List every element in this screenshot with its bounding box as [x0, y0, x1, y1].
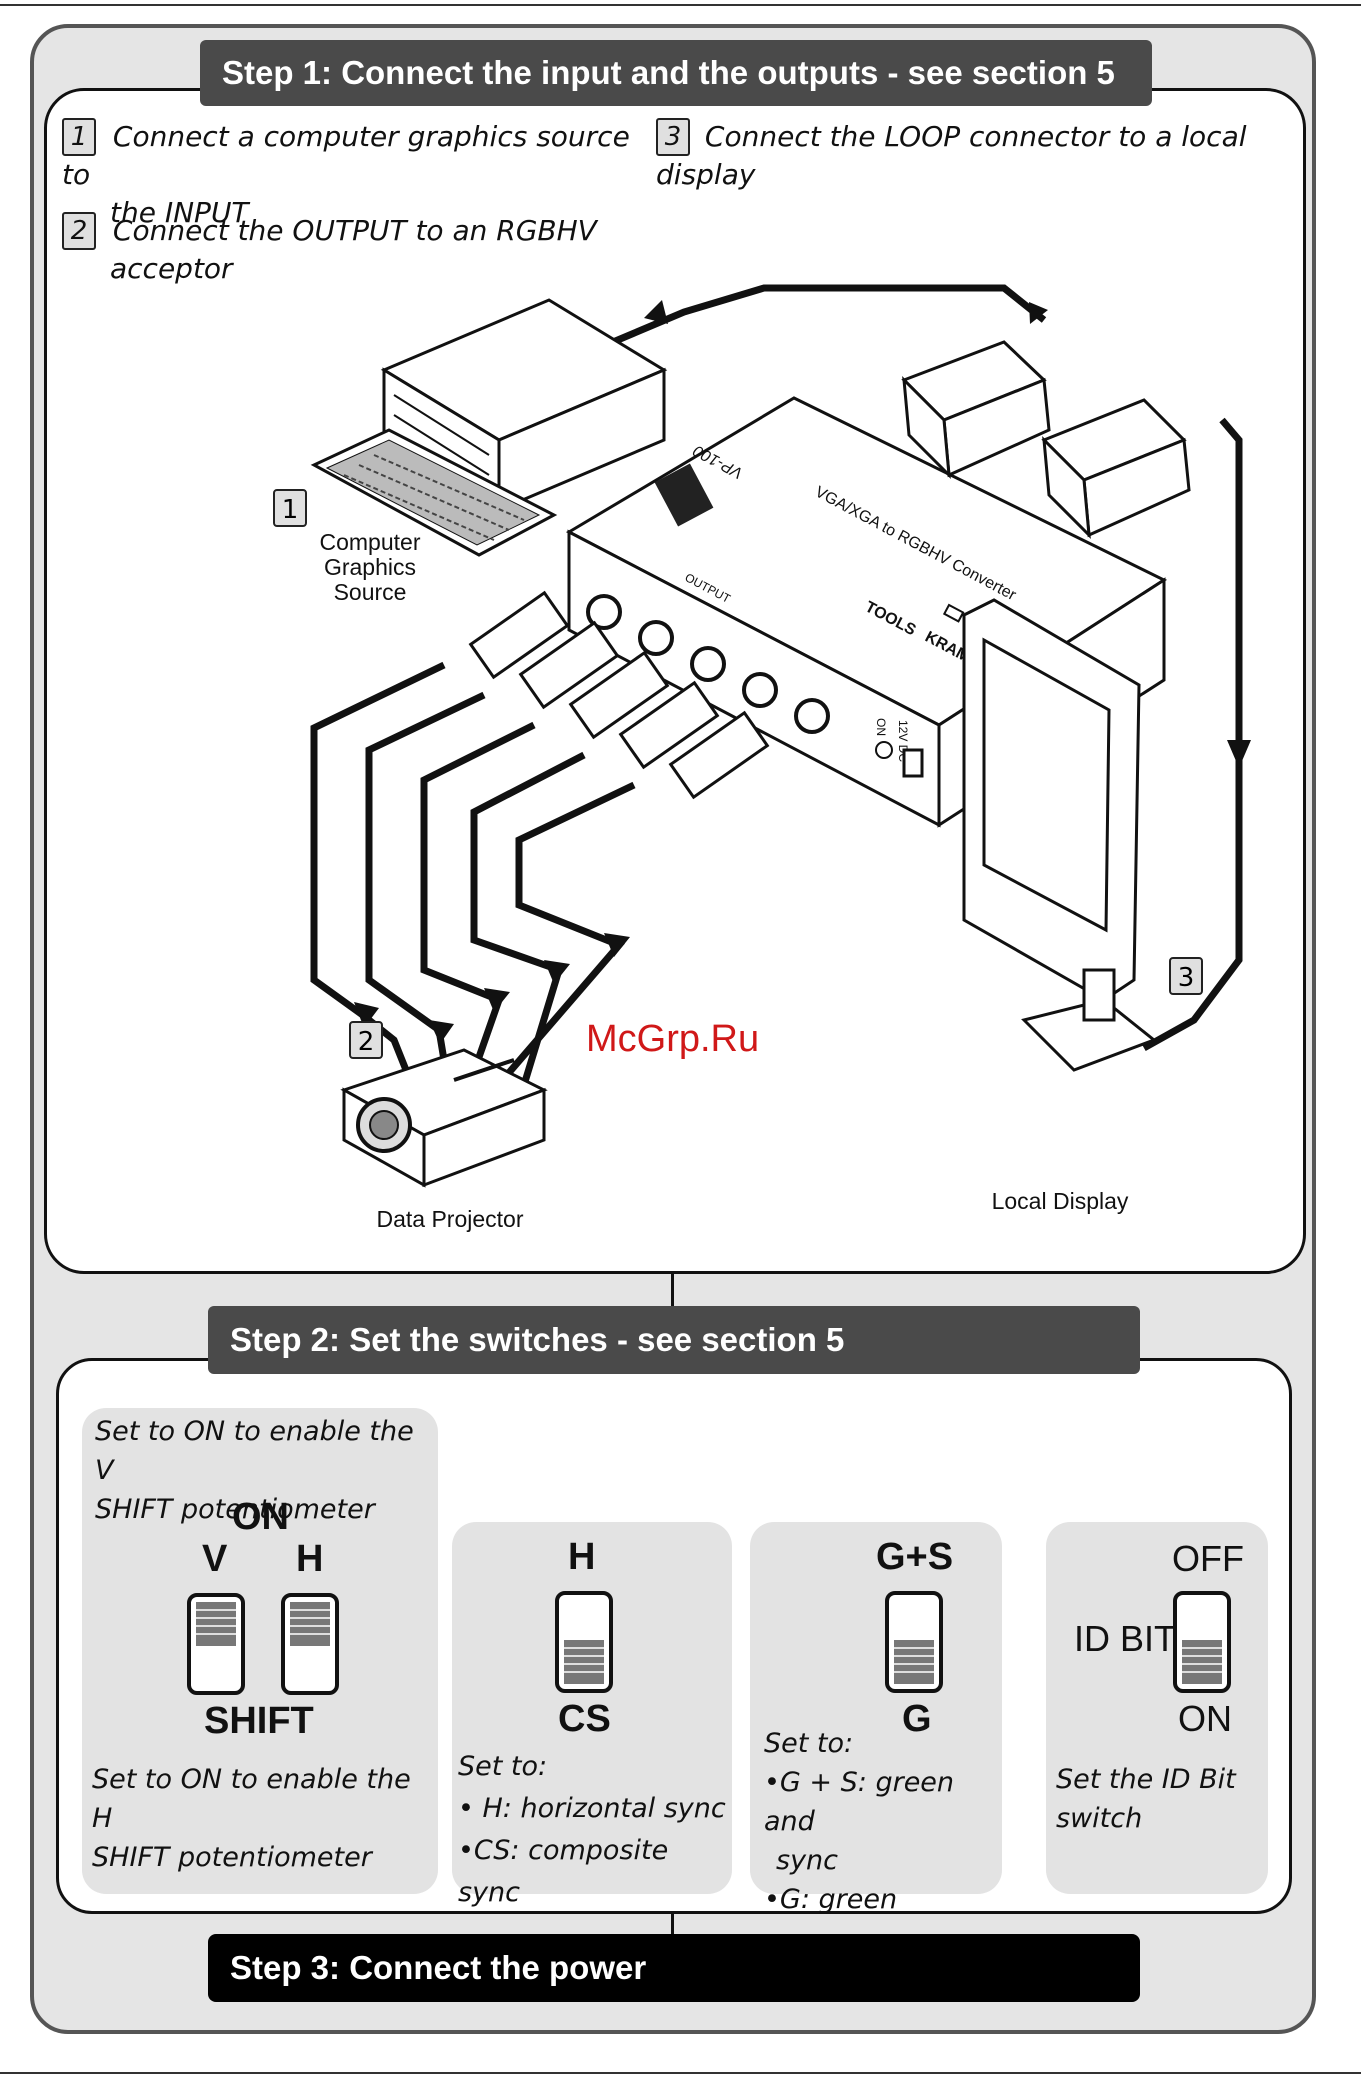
card-gs-set-to: Set to:: [764, 1728, 854, 1759]
card-idbit-id-label: ID BIT: [1074, 1618, 1177, 1659]
card-gs-option-2: •G: green: [764, 1884, 898, 1915]
arrow-head-icon: [1227, 740, 1251, 768]
card-idbit-text-line2: switch: [1056, 1803, 1143, 1834]
card-gs-bottom-label: G: [902, 1698, 932, 1740]
bnc-cable-plugs-icon: [468, 590, 770, 800]
svg-text:3: 3: [1178, 963, 1195, 993]
display-label: Local Display: [991, 1188, 1129, 1214]
projector-icon: [340, 1048, 548, 1188]
svg-text:2: 2: [358, 1027, 375, 1057]
card-vh-on-label: ON: [232, 1496, 289, 1538]
arrow-head-icon: [354, 933, 630, 1044]
instruction-2: 2 Connect the OUTPUT to an RGBHV accepto…: [62, 212, 642, 288]
computer-label-line2: Graphics: [323, 554, 417, 580]
vga-connector-icon: [901, 340, 1191, 539]
output-cables: [310, 661, 636, 1102]
card-vh-bottom-text: Set to ON to enable the H SHIFT potentio…: [92, 1760, 436, 1877]
step3-banner-text: Step 3: Connect the power: [230, 1949, 647, 1986]
card-hcs-set-to: Set to:: [458, 1751, 548, 1782]
instruction-2-text-line1: Connect the OUTPUT to an RGBHV: [112, 214, 597, 247]
instruction-3: 3 Connect the LOOP connector to a local …: [656, 118, 1296, 194]
instruction-2-text-line2: acceptor: [110, 252, 233, 285]
instruction-1-number: 1: [62, 118, 96, 156]
card-vh-bottom-text-line2: SHIFT potentiometer: [92, 1842, 372, 1873]
connection-diagram: VGA/XGA to RGBHV Converter VP-100 KRAMER…: [273, 284, 1251, 1188]
card-idbit-text: Set the ID Bit switch: [1056, 1760, 1266, 1838]
step1-banner: Step 1: Connect the input and the output…: [200, 40, 1152, 106]
step3-banner: Step 3: Connect the power: [208, 1934, 1140, 2002]
instruction-1: 1 Connect a computer graphics source to …: [62, 118, 642, 232]
cable-computer-to-loop: [592, 284, 1047, 354]
instruction-1-text-line2: the INPUT: [110, 196, 249, 229]
card-hcs-bottom-label: CS: [558, 1698, 611, 1740]
diagram-number-2: 2: [349, 1021, 383, 1059]
card-hcs-option-1: • H: horizontal sync: [458, 1793, 726, 1824]
card-idbit-text-line1: Set the ID Bit: [1056, 1764, 1236, 1795]
card-gs-g: [750, 1522, 1002, 1894]
step-connector-2: [671, 1914, 674, 1938]
computer-label: Computer Graphics Source: [290, 530, 450, 605]
card-vh-h-label: H: [296, 1538, 324, 1580]
step1-banner-text: Step 1: Connect the input and the output…: [222, 54, 1115, 91]
cable-loop-to-display: [1142, 417, 1243, 1052]
watermark: McGrp.Ru: [586, 1018, 760, 1060]
instruction-1-text-line1: Connect a computer graphics source to: [62, 120, 630, 191]
step-connector-1: [671, 1272, 674, 1312]
card-vh-shift-label: SHIFT: [204, 1700, 314, 1742]
card-vh-top-text-line1: Set to ON to enable the V: [95, 1416, 414, 1486]
card-h-cs: [452, 1522, 732, 1894]
card-vh-top-text: Set to ON to enable the V SHIFT potentio…: [95, 1412, 435, 1529]
card-hcs-option-2: •CS: composite sync: [458, 1835, 669, 1908]
card-gs-option-1b: sync: [776, 1845, 839, 1876]
card-hcs-top-label: H: [568, 1536, 596, 1578]
card-hcs-text: Set to: • H: horizontal sync •CS: compos…: [458, 1746, 730, 1914]
instruction-2-number: 2: [62, 212, 96, 250]
svg-text:1: 1: [282, 495, 299, 525]
card-idbit-off-label: OFF: [1172, 1538, 1244, 1579]
bottom-rule: [0, 2072, 1361, 2074]
h-cs-switch-icon[interactable]: [554, 1590, 614, 1694]
card-vh-shift: [82, 1408, 438, 1894]
instruction-3-number: 3: [656, 118, 690, 156]
monitor-icon: [962, 598, 1157, 1072]
step2-banner-text: Step 2: Set the switches - see section 5: [230, 1321, 845, 1358]
arrow-head-icon: [644, 300, 668, 324]
card-vh-v-label: V: [202, 1538, 228, 1580]
card-idbit-on-label: ON: [1178, 1698, 1232, 1739]
step2-banner: Step 2: Set the switches - see section 5: [208, 1306, 1140, 1374]
computer-label-line3: Source: [333, 579, 407, 605]
gs-g-switch-icon[interactable]: [884, 1590, 944, 1694]
diagram-number-3: 3: [1169, 957, 1203, 995]
card-gs-option-1a: •G + S: green and: [764, 1767, 955, 1837]
h-shift-switch-icon[interactable]: [280, 1592, 340, 1696]
device-on-label: ON: [874, 718, 888, 736]
top-rule: [0, 4, 1361, 6]
card-vh-top-text-line2: SHIFT potentiometer: [95, 1494, 375, 1525]
id-bit-switch-icon[interactable]: [1172, 1590, 1232, 1694]
projector-label: Data Projector: [376, 1206, 524, 1232]
computer-icon: [380, 298, 668, 513]
instruction-3-text: Connect the LOOP connector to a local di…: [656, 120, 1247, 191]
keyboard-icon: [310, 428, 558, 557]
card-gs-text: Set to: •G + S: green and sync •G: green: [764, 1724, 1000, 1919]
card-id-bit: [1046, 1522, 1268, 1894]
card-gs-top-label: G+S: [876, 1536, 954, 1578]
v-shift-switch-icon[interactable]: [186, 1592, 246, 1696]
card-vh-bottom-text-line1: Set to ON to enable the H: [92, 1764, 411, 1834]
computer-label-line1: Computer: [319, 529, 421, 555]
arrow-head-icon: [1029, 302, 1048, 324]
diagram-number-1: 1: [273, 489, 307, 527]
